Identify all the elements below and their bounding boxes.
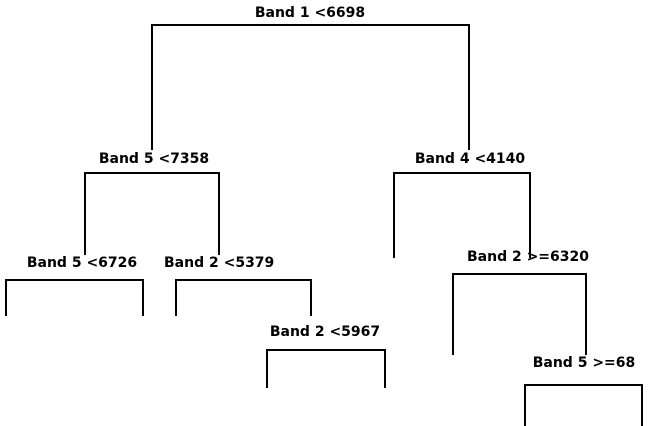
node-label-band-2-5379: Band 2 <5379 [164, 255, 275, 271]
edge-connector-root-left [151, 24, 153, 150]
edge-connector-band-5-6726-horizontal [5, 279, 144, 281]
edge-connector-band-5-68-horizontal [524, 384, 643, 386]
edge-connector-band-2-5379-right [310, 279, 312, 316]
edge-connector-band-2-5967-horizontal [266, 349, 386, 351]
edge-connector-band-4-4140-horizontal [393, 172, 531, 174]
edge-connector-root-right [468, 24, 470, 150]
node-label-band-2-5967: Band 2 <5967 [269, 324, 381, 340]
leaf-stub-band-5-6726-right [142, 279, 144, 316]
node-label-band-5-7358: Band 5 <7358 [98, 151, 210, 167]
edge-connector-band-4-4140-left-leaf [393, 172, 395, 258]
edge-connector-band-5-7358-left [84, 172, 86, 255]
edge-connector-band-5-7358-horizontal [84, 172, 220, 174]
edge-connector-band-2-6320-right [585, 273, 587, 355]
leaf-stub-band-2-5967-right [384, 349, 386, 388]
edge-connector-band-4-4140-right [529, 172, 531, 258]
node-label-band-5-6726: Band 5 <6726 [26, 255, 138, 271]
node-label-band-1: Band 1 <6698 [254, 5, 366, 21]
leaf-stub-band-2-5379-left [175, 279, 177, 316]
edge-connector-band-5-7358-right [218, 172, 220, 255]
leaf-stub-band-2-5967-left [266, 349, 268, 388]
leaf-stub-band-5-6726-left [5, 279, 7, 316]
edge-connector-band-2-5379-horizontal [175, 279, 312, 281]
leaf-stub-band-5-68-right [641, 384, 643, 426]
leaf-stub-band-2-6320-left [452, 273, 454, 355]
node-label-band-2-6320: Band 2 >=6320 [466, 249, 590, 265]
leaf-stub-band-5-68-left [524, 384, 526, 426]
node-label-band-5-68: Band 5 >=68 [532, 355, 636, 371]
node-label-band-4-4140: Band 4 <4140 [414, 151, 526, 167]
edge-connector-root-horizontal [151, 24, 470, 26]
edge-connector-band-2-6320-horizontal [452, 273, 587, 275]
